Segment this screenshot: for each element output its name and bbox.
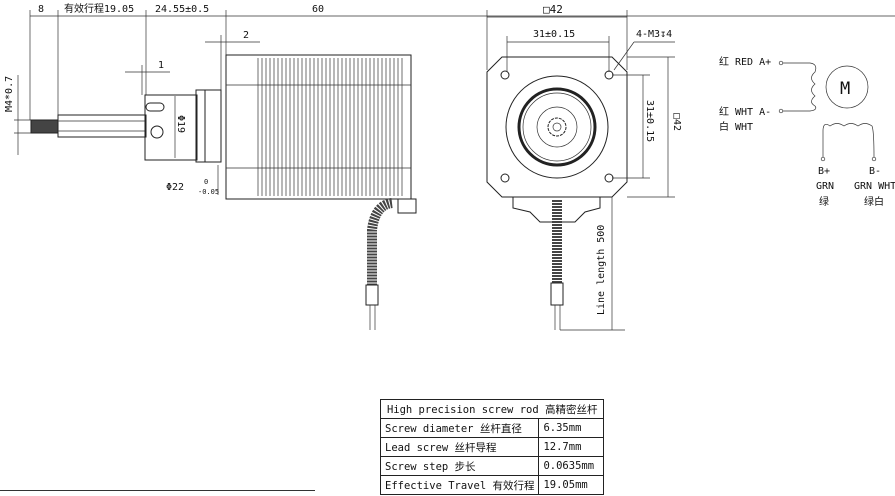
label-b-minus: B- (869, 166, 881, 177)
spec-label: Lead screw 丝杆导程 (379, 437, 540, 457)
dim-hole-spacing-v: 31±0.15 (644, 100, 655, 142)
table-row: Lead screw 丝杆导程 12.7mm (379, 437, 605, 457)
spec-header: High precision screw rod 高精密丝杆 (379, 399, 605, 419)
motor-label: M (840, 79, 850, 99)
dim-boss-diameter: Φ22 (166, 182, 184, 193)
dim-boss-tol-upper: 0 (204, 178, 208, 186)
divider-line (0, 490, 315, 491)
label-b-minus-cn: 绿白 (864, 195, 884, 208)
table-row: Screw diameter 丝杆直径 6.35mm (379, 418, 605, 438)
label-a-plus: 红 RED A+ (719, 55, 771, 68)
cooling-fins (257, 58, 403, 196)
dim-line-length: Line length 500 (596, 225, 607, 315)
dim-boss-tol-lower: -0.05 (198, 188, 219, 196)
spec-header-row: High precision screw rod 高精密丝杆 (379, 399, 605, 419)
wiring-diagram: 红 RED A+ 红 WHT A- 白 WHT M B+ GRN 绿 B- GR… (719, 55, 895, 208)
side-view: 8 有效行程19.05 24.55±0.5 60 2 1 M4*0.7 Φ19 … (4, 2, 895, 330)
spec-value: 6.35mm (538, 418, 605, 438)
spec-value: 19.05mm (538, 475, 605, 495)
dim-hole-spacing-h: 31±0.15 (533, 29, 575, 40)
dim-nut-diameter: Φ19 (175, 115, 186, 133)
dim-flange: 2 (243, 30, 249, 41)
table-row: Effective Travel 有效行程 19.05mm (379, 475, 605, 495)
label-a-minus: 红 WHT A- (719, 105, 771, 118)
dim-travel: 有效行程19.05 (64, 2, 134, 15)
dim-body-length: 60 (312, 4, 324, 15)
spec-label: Effective Travel 有效行程 (379, 475, 540, 495)
spec-value: 12.7mm (538, 437, 605, 457)
motor-symbol (825, 65, 869, 109)
spec-label: Screw step 步长 (379, 456, 540, 476)
dim-nut-length: 24.55±0.5 (155, 4, 209, 15)
label-b-minus-color: GRN WHT (854, 181, 895, 192)
dim-width: □42 (543, 3, 563, 16)
dim-thread-length: 8 (38, 4, 44, 15)
table-row: Screw step 步长 0.0635mm (379, 456, 605, 476)
dim-thread: M4*0.7 (4, 76, 15, 112)
label-b-plus-cn: 绿 (819, 195, 829, 208)
dim-gap: 1 (158, 60, 164, 71)
label-a-minus-2: 白 WHT (719, 120, 753, 133)
label-b-plus-color: GRN (816, 181, 834, 192)
dim-holes: 4-M3↧4 (636, 29, 672, 40)
dim-height: □42 (671, 113, 682, 131)
front-view: □42 31±0.15 4-M3↧4 31±0.15 □42 (486, 3, 682, 331)
spec-table: High precision screw rod 高精密丝杆 Screw dia… (379, 399, 605, 495)
spec-value: 0.0635mm (538, 456, 605, 476)
label-b-plus: B+ (818, 166, 830, 177)
spec-label: Screw diameter 丝杆直径 (379, 418, 540, 438)
